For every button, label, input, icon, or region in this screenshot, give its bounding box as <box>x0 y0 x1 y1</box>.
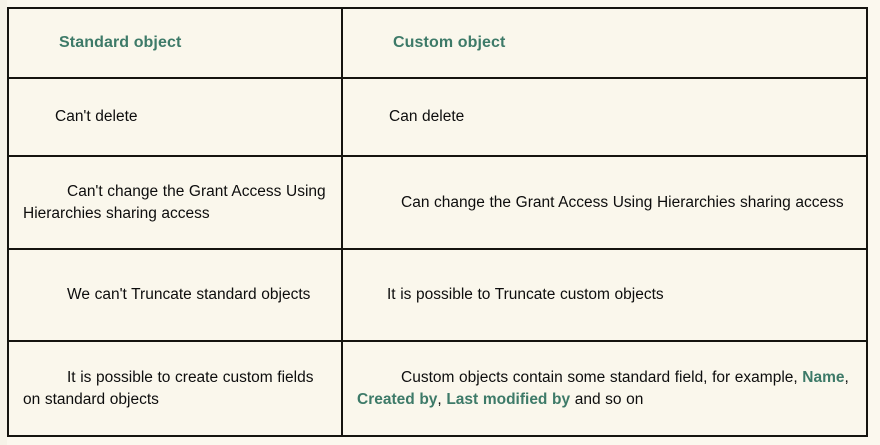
column-header-custom-object: Custom object <box>341 7 868 79</box>
cell-custom-standard-fields: Custom objects contain some standard fie… <box>341 340 868 437</box>
cell-text: Custom objects contain some standard fie… <box>357 367 852 411</box>
cell-standard-truncate: We can't Truncate standard objects <box>7 248 343 342</box>
table-row: It is possible to create custom fields o… <box>7 340 868 437</box>
table-body: Can't delete Can delete Can't change the… <box>7 77 868 437</box>
cell-text: Can change the Grant Access Using Hierar… <box>401 193 844 211</box>
cell-text-separator: , <box>844 368 849 386</box>
cell-standard-grant-access: Can't change the Grant Access Using Hier… <box>7 155 343 250</box>
column-header-standard-object-label: Standard object <box>59 34 182 51</box>
highlighted-term-created-by: Created by <box>357 390 438 408</box>
cell-text: It is possible to Truncate custom object… <box>387 286 664 303</box>
cell-custom-grant-access: Can change the Grant Access Using Hierar… <box>341 155 868 250</box>
table-header: Standard object Custom object <box>7 7 868 79</box>
table-row: Can't delete Can delete <box>7 77 868 157</box>
cell-text: Can't delete <box>55 108 138 125</box>
cell-text: Can delete <box>389 108 465 125</box>
left-margin-strip <box>0 0 7 445</box>
table-header-row: Standard object Custom object <box>7 7 868 79</box>
cell-text-separator: , <box>437 390 447 408</box>
cell-text-segment-after: and so on <box>570 390 644 408</box>
cell-text: We can't Truncate standard objects <box>67 286 311 303</box>
table-row: Can't change the Grant Access Using Hier… <box>7 155 868 250</box>
highlighted-term-last-modified-by: Last modified by <box>446 390 571 408</box>
column-header-custom-object-label: Custom object <box>393 34 506 51</box>
cell-text: Can't change the Grant Access Using Hier… <box>23 182 326 222</box>
highlighted-term-name: Name <box>802 368 845 386</box>
column-header-standard-object: Standard object <box>7 7 343 79</box>
cell-custom-truncate: It is possible to Truncate custom object… <box>341 248 868 342</box>
standard-vs-custom-object-table: Standard object Custom object Can't dele… <box>7 7 868 437</box>
cell-standard-delete: Can't delete <box>7 77 343 157</box>
cell-text-segment-before: Custom objects contain some standard fie… <box>401 368 803 386</box>
table-row: We can't Truncate standard objects It is… <box>7 248 868 342</box>
cell-text: It is possible to create custom fields o… <box>23 368 314 408</box>
cell-standard-custom-fields: It is possible to create custom fields o… <box>7 340 343 437</box>
cell-custom-delete: Can delete <box>341 77 868 157</box>
